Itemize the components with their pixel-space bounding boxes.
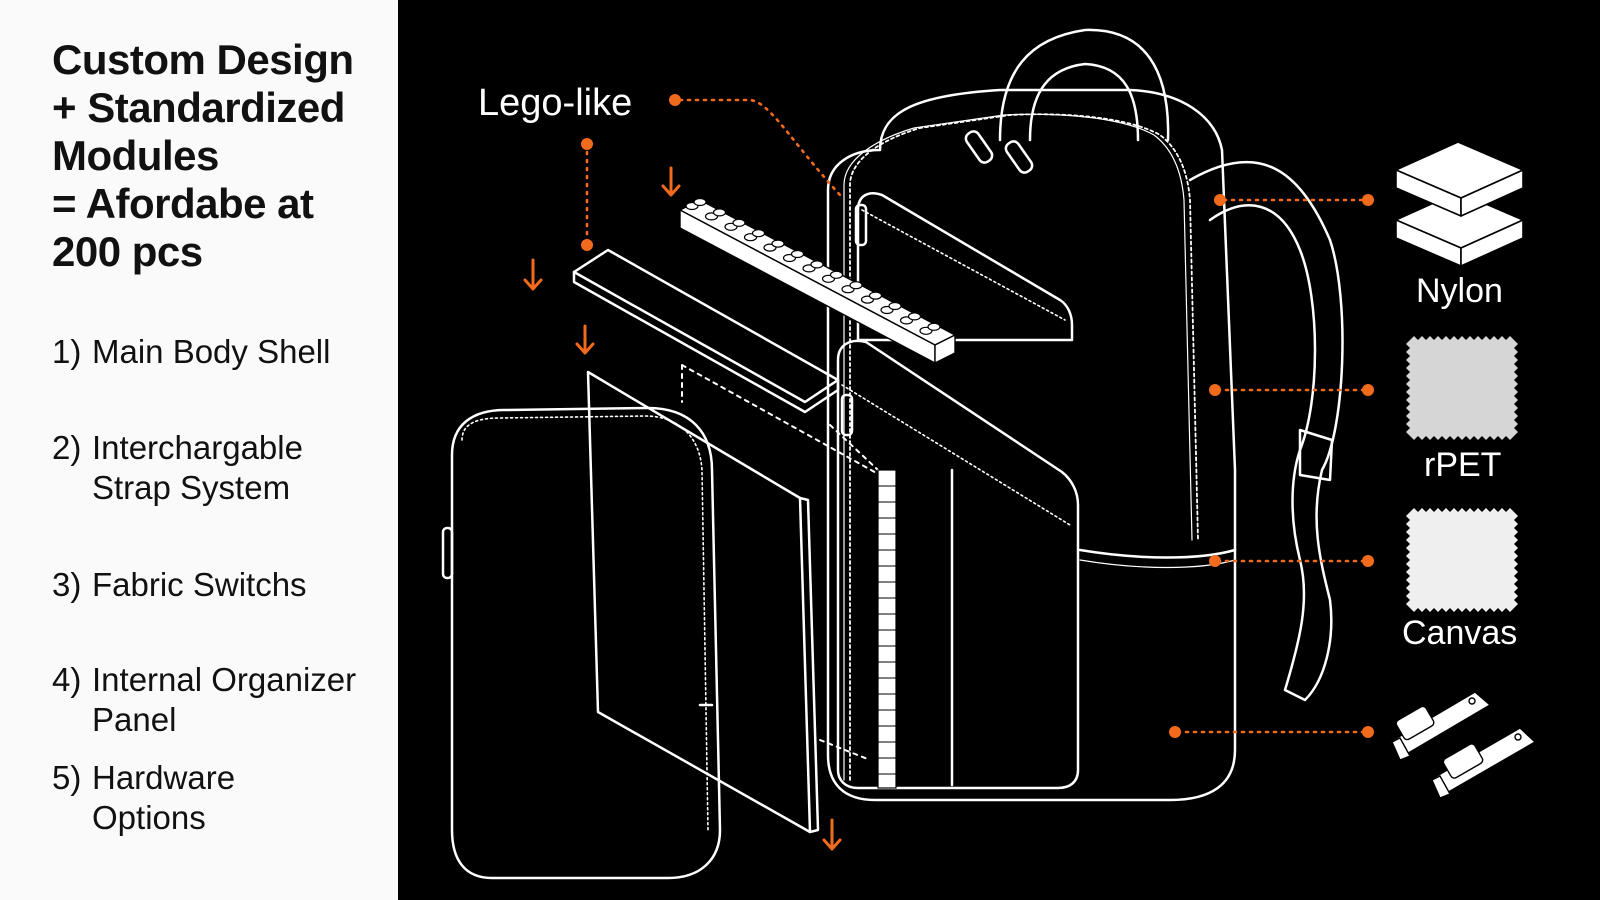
main-body-shell — [826, 88, 1237, 802]
lego-stud — [693, 197, 707, 207]
callout-dot — [581, 239, 593, 251]
callout-dot — [1214, 194, 1226, 206]
module-label-cont: Options — [92, 799, 206, 836]
lego-stud — [888, 301, 902, 311]
module-label: Interchargable — [92, 429, 303, 466]
callout-dot — [1169, 726, 1181, 738]
top-handle — [998, 28, 1170, 142]
module-item-organizer-panel: 4) Internal Organizer Panel — [52, 660, 392, 740]
lego-stud — [790, 249, 805, 259]
module-item-main-body-shell: 1) Main Body Shell — [52, 332, 392, 372]
backpack-exploded-diagram — [441, 28, 1536, 880]
lego-stud — [732, 218, 746, 227]
module-label: Main Body Shell — [92, 333, 331, 370]
lego-brick-strip — [678, 199, 957, 365]
lego-like-label: Lego-like — [478, 82, 633, 124]
lego-stud — [868, 291, 883, 300]
lower-front-pocket — [836, 339, 1080, 790]
canvas-swatch-icon — [1406, 508, 1518, 612]
lego-stud — [771, 239, 785, 248]
module-item-strap-system: 2) Interchargable Strap System — [52, 428, 392, 508]
module-item-fabric-switchs: 3) Fabric Switchs — [52, 565, 392, 605]
module-label: Hardware — [92, 759, 236, 796]
zipper-pull — [964, 130, 994, 164]
callout-dot — [1209, 555, 1221, 567]
module-label-cont: Panel — [92, 701, 177, 738]
headline-line: Modules — [52, 132, 219, 179]
buckle-icon — [1389, 691, 1491, 761]
down-arrow-icon — [523, 258, 543, 291]
callout-dot — [1362, 726, 1374, 738]
zipper-pull — [1004, 140, 1034, 174]
upper-front-pocket — [856, 192, 1074, 342]
headline: Custom Design + Standardized Modules = A… — [52, 36, 392, 276]
nylon-swatch-icon — [1395, 141, 1524, 267]
down-arrow-icon — [575, 324, 595, 355]
lego-stud — [907, 312, 922, 321]
callout-dot — [1362, 384, 1374, 396]
callout-dot — [1362, 194, 1374, 206]
down-arrow-icon — [661, 166, 681, 197]
lego-stud — [927, 322, 941, 331]
rpet-swatch-icon — [1406, 336, 1518, 440]
headline-line: = Afordabe at — [52, 180, 314, 227]
lego-stud — [712, 208, 727, 217]
module-number: 1) — [52, 333, 82, 370]
lego-stud — [751, 229, 766, 238]
headline-line: 200 pcs — [52, 228, 203, 275]
material-label-rpet: rPET — [1424, 446, 1502, 484]
module-label: Fabric Switchs — [92, 566, 307, 603]
module-number: 3) — [52, 566, 82, 603]
material-label-nylon: Nylon — [1416, 272, 1503, 310]
callout-dot — [669, 94, 681, 106]
callout-dots — [581, 94, 1374, 738]
module-item-hardware-options: 5) Hardware Options — [52, 758, 392, 838]
module-label: Internal Organizer — [92, 661, 357, 698]
module-label-cont: Strap System — [92, 469, 291, 506]
module-number: 2) — [52, 429, 82, 466]
module-number: 5) — [52, 759, 82, 796]
headline-line: Custom Design — [52, 36, 354, 83]
shoulder-strap — [1188, 160, 1344, 702]
module-number: 4) — [52, 661, 82, 698]
lego-stud — [829, 270, 844, 279]
buckle-icon — [1429, 727, 1536, 799]
material-label-canvas: Canvas — [1402, 614, 1518, 652]
laptop-sleeve — [450, 406, 722, 880]
callout-dot — [1362, 555, 1374, 567]
lego-stud — [849, 281, 863, 290]
down-arrow-icon — [822, 818, 842, 851]
left-panel: Custom Design + Standardized Modules = A… — [0, 0, 398, 900]
internal-organizer-panel — [586, 370, 812, 834]
lego-stud — [810, 260, 824, 269]
headline-line: + Standardized — [52, 84, 345, 131]
callout-dot — [1209, 384, 1221, 396]
callout-dot — [581, 138, 593, 150]
